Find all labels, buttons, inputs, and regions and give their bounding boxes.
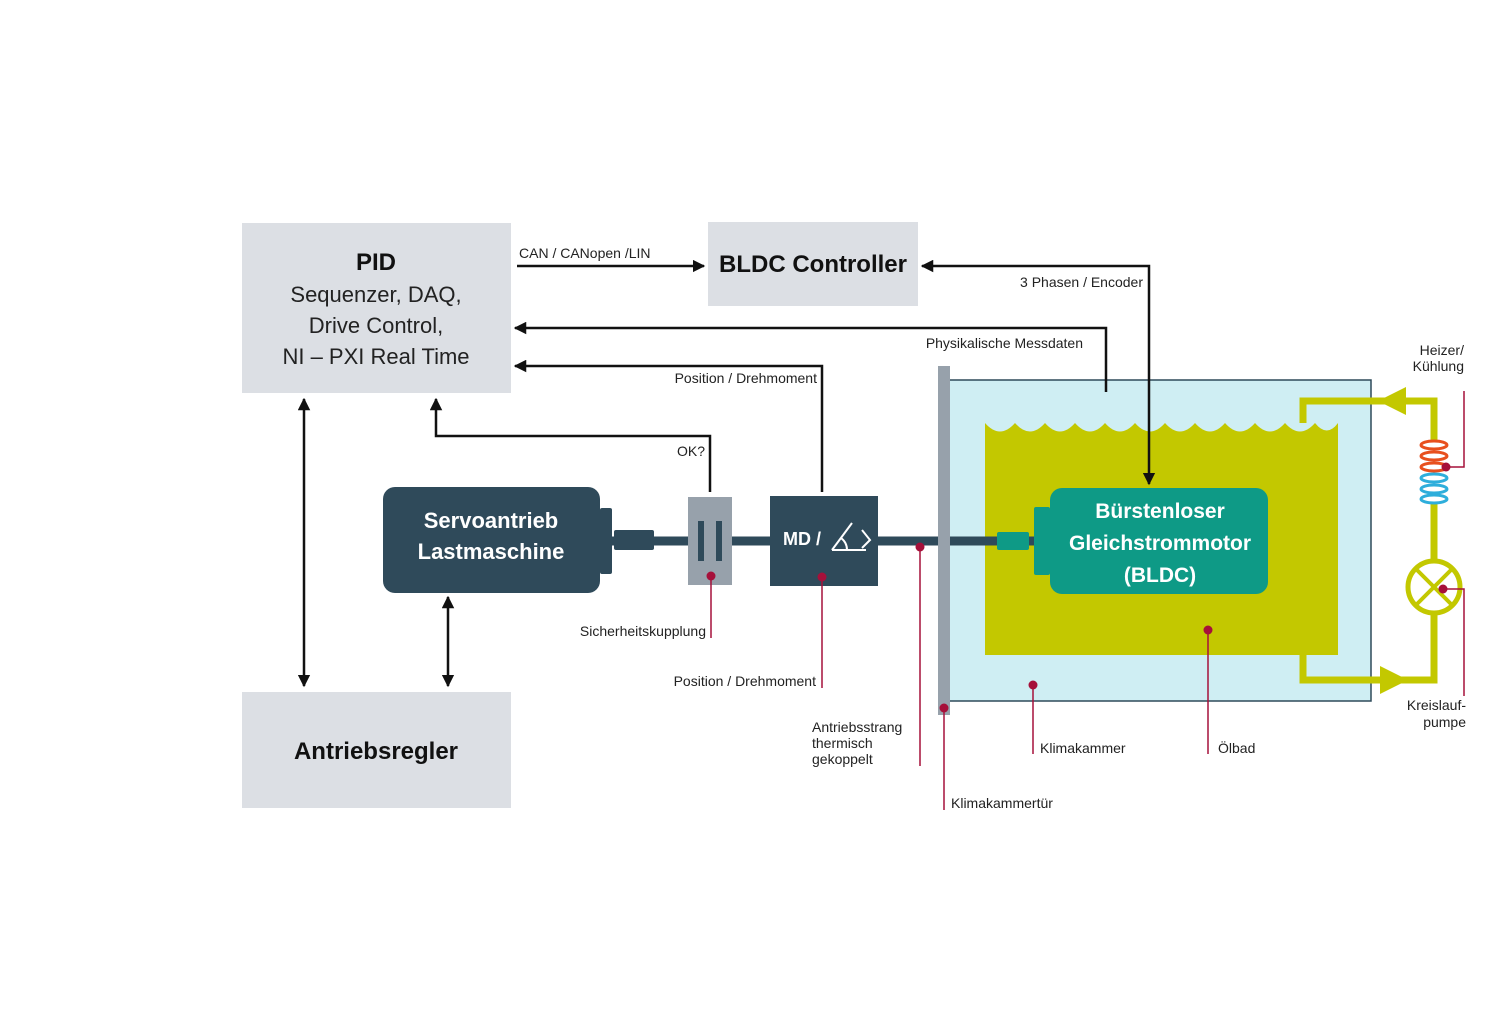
pid-line-1: Sequenzer, DAQ,: [290, 282, 461, 307]
antriebsregler-label: Antriebsregler: [294, 738, 458, 765]
pid-title: PID: [356, 249, 396, 276]
position-arrow: [513, 359, 824, 492]
motor-line-3: (BLDC): [1124, 564, 1196, 587]
heizer-line-2: Kühlung: [1413, 358, 1464, 374]
position-top-label: Position / Drehmoment: [675, 370, 818, 386]
antriebsregler-box: [242, 692, 511, 808]
motor-line-1: Bürstenloser: [1095, 500, 1225, 523]
md-sensor-box: [770, 496, 878, 586]
ok-label: OK?: [677, 443, 705, 459]
kupplung-label: Sicherheitskupplung: [580, 623, 706, 639]
md-label: MD /: [783, 529, 821, 549]
servo-line-2: Lastmaschine: [418, 539, 565, 564]
pumpe-line-1: Kreislauf-: [1407, 697, 1466, 713]
antriebsstrang-line-2: thermisch: [812, 735, 873, 751]
circulation-loop: [1299, 397, 1438, 684]
antriebsstrang-line-1: Antriebsstrang: [812, 719, 902, 735]
position-bottom-label: Position / Drehmoment: [674, 673, 817, 689]
bldc-motor-box: [1050, 488, 1268, 594]
ok-arrow: [429, 397, 712, 492]
climate-chamber-door: [938, 366, 950, 715]
tuer-label: Klimakammertür: [951, 795, 1053, 811]
oelbad-label: Ölbad: [1218, 739, 1255, 756]
loop-arrow-bottom: [1380, 666, 1408, 694]
antriebsstrang-line-3: gekoppelt: [812, 751, 873, 767]
servo-line-1: Servoantrieb: [424, 508, 559, 533]
phasen-label: 3 Phasen / Encoder: [1020, 274, 1143, 290]
pid-box: [242, 223, 511, 393]
pump-icon: [1405, 558, 1463, 616]
servo-shaft-collar: [614, 530, 654, 550]
servo-drive-box: [383, 487, 600, 593]
messdaten-label: Physikalische Messdaten: [926, 335, 1083, 351]
bldc-controller-box: [708, 222, 918, 306]
heater-coil-icon: [1419, 430, 1449, 512]
servo-shaft-end: [600, 508, 612, 574]
motor-line-2: Gleichstrommotor: [1069, 532, 1251, 555]
safety-coupling: [688, 497, 732, 585]
motor-shaft-end: [1034, 507, 1050, 575]
motor-shaft-collar: [997, 532, 1029, 550]
loop-arrow-top: [1378, 387, 1406, 415]
heizer-line-1: Heizer/: [1420, 342, 1464, 358]
bldc-controller-label: BLDC Controller: [719, 251, 907, 278]
klimakammer-label: Klimakammer: [1040, 740, 1126, 756]
angle-torque-icon: [831, 522, 872, 551]
phasen-arrow: [920, 259, 1156, 486]
messdaten-arrow: [513, 321, 1108, 392]
pid-line-3: NI – PXI Real Time: [282, 344, 469, 369]
can-label: CAN / CANopen /LIN: [519, 245, 651, 261]
pid-line-2: Drive Control,: [309, 313, 443, 338]
pumpe-line-2: pumpe: [1423, 714, 1466, 730]
